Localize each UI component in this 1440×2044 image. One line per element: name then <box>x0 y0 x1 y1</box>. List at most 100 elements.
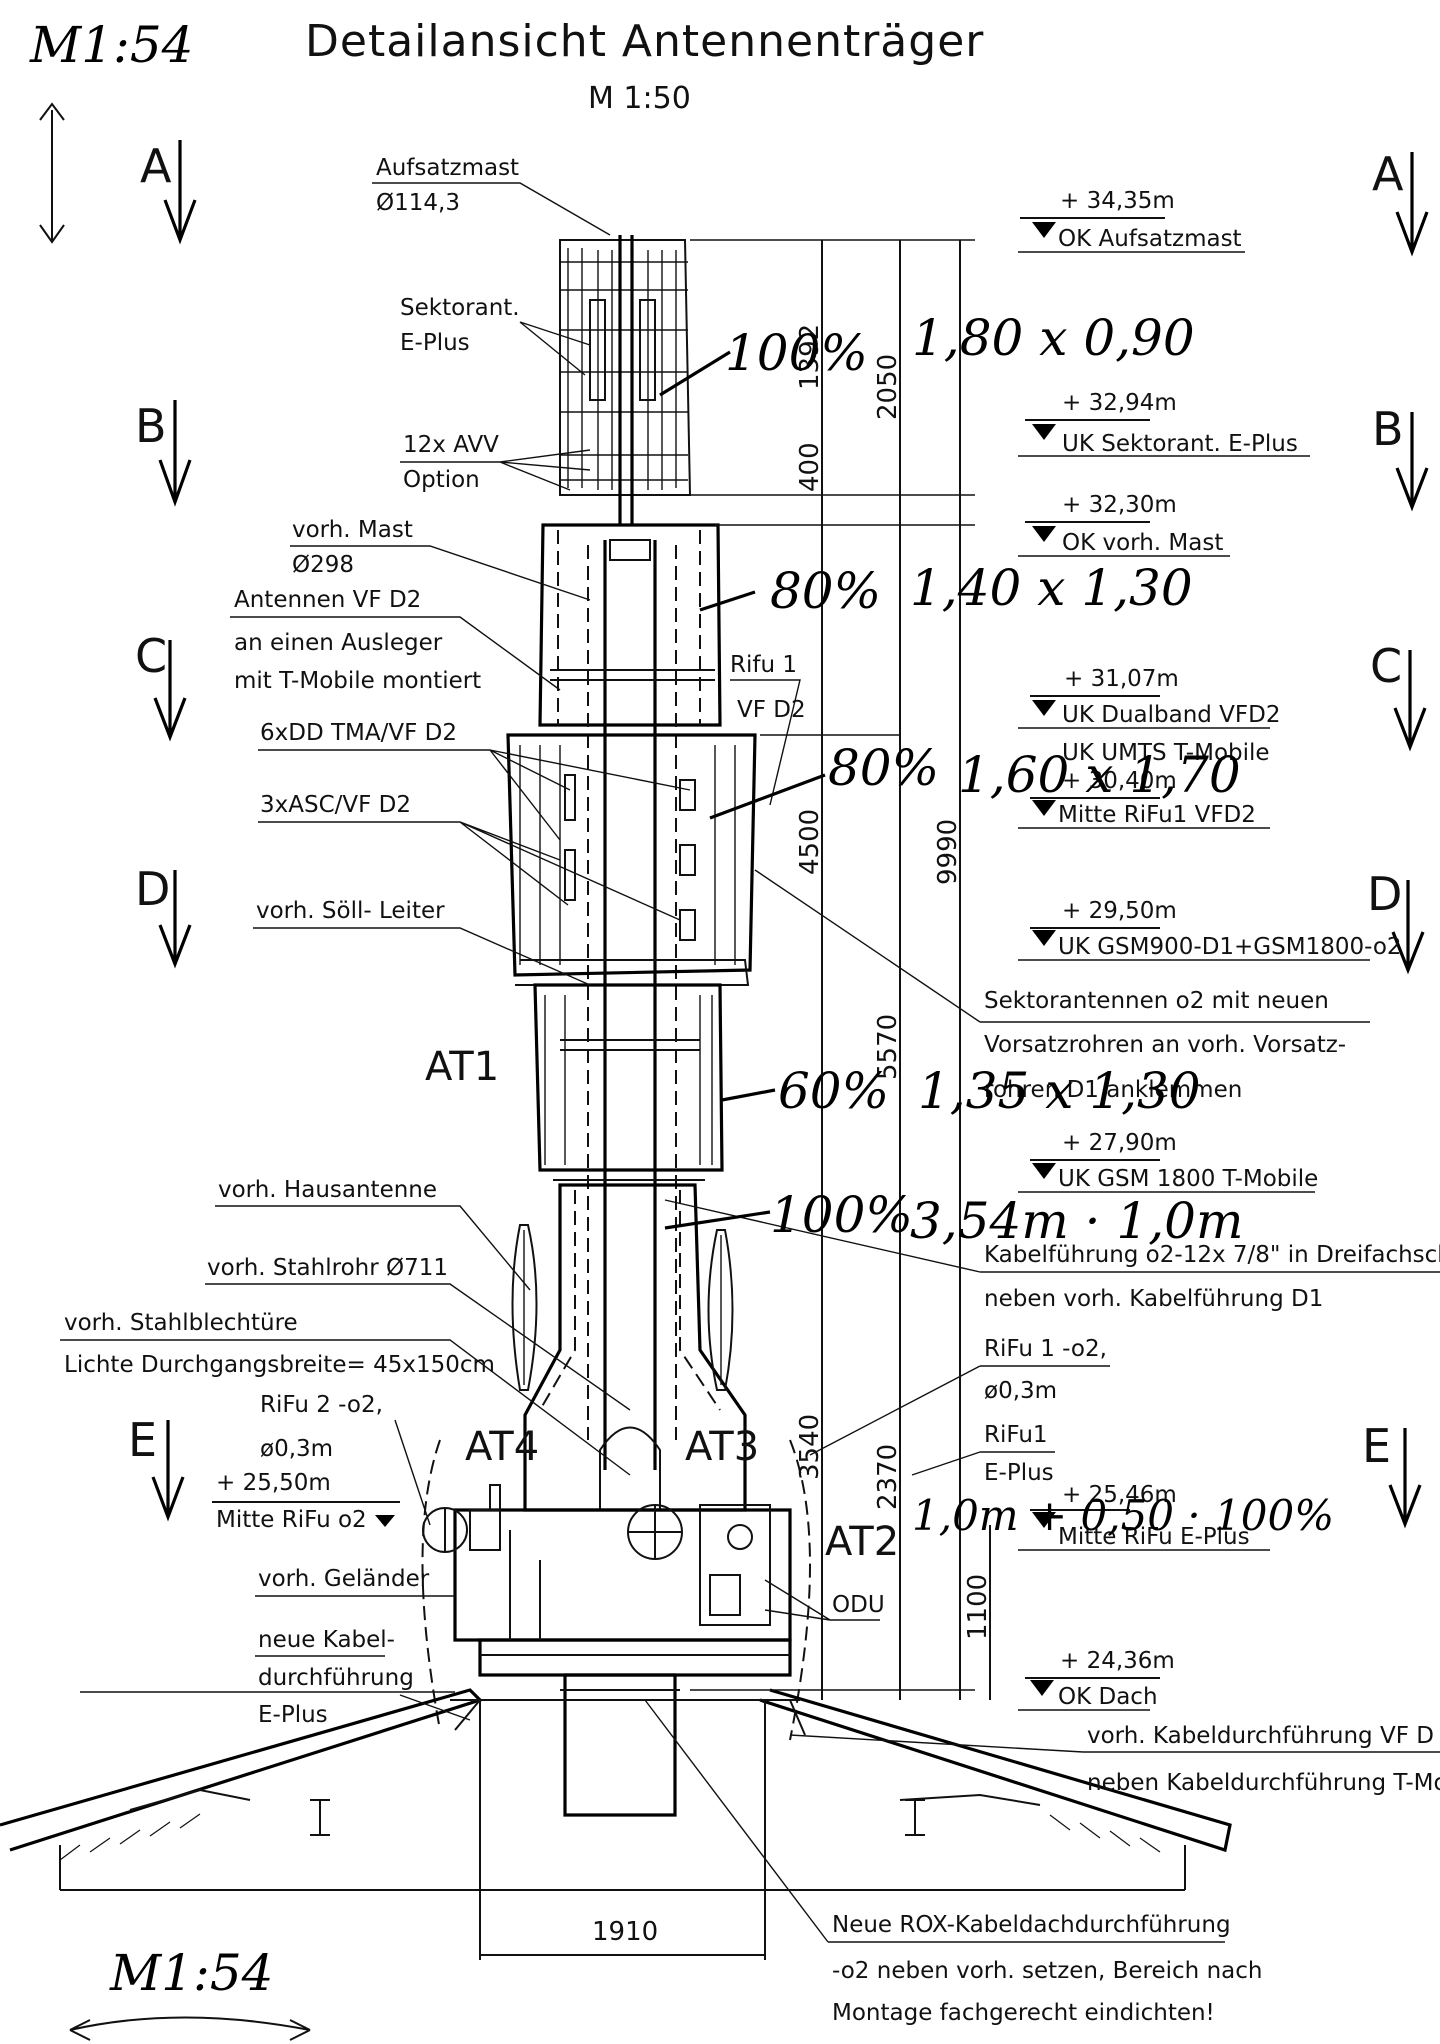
label-rifu2: RiFu 2 -o2, <box>260 1392 383 1418</box>
level-4-text: UK Dualband VFD2 <box>1062 702 1281 728</box>
label-rifu1-o2: RiFu 1 -o2, <box>984 1336 1107 1362</box>
label-aufsatzmast-dia: Ø114,3 <box>376 190 460 216</box>
label-kabel-2: durchführung <box>258 1665 414 1691</box>
level-1-value: + 34,35m <box>1060 188 1175 214</box>
scale-note-bottom: M1:54 <box>109 1944 273 2002</box>
label-kabel-3: E-Plus <box>258 1702 328 1728</box>
level-10-value: + 25,46m <box>1062 1482 1177 1508</box>
left-annotations: Aufsatzmast Ø114,3 Sektorant. E-Plus 12x… <box>60 155 899 1728</box>
dim-2050: 2050 <box>873 354 903 420</box>
label-odu: ODU <box>832 1592 885 1618</box>
hand-size-pipe: 3,54m · 1,0m <box>910 1192 1243 1250</box>
scale-note-handwritten: M1:54 <box>29 16 193 74</box>
label-kdf-vf-1: vorh. Kabeldurchführung VF D <box>1087 1723 1434 1749</box>
label-kabelfuehrung-2: neben vorh. Kabelführung D1 <box>984 1286 1323 1312</box>
label-rox-1: Neue ROX-Kabeldachdurchführung <box>832 1912 1231 1938</box>
label-at1: AT1 <box>425 1044 499 1090</box>
hand-pct-pipe: 100% <box>770 1186 913 1244</box>
section-b-left: B <box>135 399 167 453</box>
level-rifu-o2-value: + 25,50m <box>216 1470 331 1496</box>
hand-pct-mid: 80% <box>828 739 939 797</box>
drawing-scale: M 1:50 <box>588 81 691 116</box>
dim-9990: 9990 <box>933 819 963 885</box>
label-stahlblechtuere: vorh. Stahlblechtüre <box>64 1310 298 1336</box>
hand-size-at1: 1,35 x 1,30 <box>918 1062 1201 1120</box>
level-3-value: + 32,30m <box>1062 492 1177 518</box>
label-rifu1-ep-2: E-Plus <box>984 1460 1054 1486</box>
section-markers-right: A B C D E <box>1362 147 1429 1529</box>
level-6-text: Mitte RiFu1 VFD2 <box>1058 802 1256 828</box>
section-c-left: C <box>135 629 167 683</box>
label-rox-2: -o2 neben vorh. setzen, Bereich nach <box>832 1958 1262 1984</box>
dim-3540: 3540 <box>795 1414 825 1480</box>
dim-4500: 4500 <box>795 809 825 875</box>
label-rifu2-dia: ø0,3m <box>260 1436 333 1462</box>
label-kdf-vf-2: neben Kabeldurchführung T-Mob <box>1087 1770 1440 1796</box>
level-7-text: UK GSM900-D1+GSM1800-o2 <box>1058 934 1402 960</box>
label-rifu1-vf: VF D2 <box>737 697 806 723</box>
label-vorh-mast-dia: Ø298 <box>292 552 354 578</box>
drawing-title: Detailansicht Antennenträger <box>305 16 984 67</box>
level-6-value: + 30,40m <box>1062 768 1177 794</box>
level-5-text: UK UMTS T-Mobile <box>1062 740 1270 766</box>
label-at4: AT4 <box>465 1424 539 1470</box>
section-c-right: C <box>1370 639 1402 693</box>
label-gelaender: vorh. Geländer <box>258 1566 430 1592</box>
label-ausleger-2: mit T-Mobile montiert <box>234 668 481 694</box>
dim-400: 400 <box>795 442 825 492</box>
section-a-right: A <box>1372 147 1404 201</box>
hand-size-top: 1,80 x 0,90 <box>912 309 1195 367</box>
label-sektor-o2-2: Vorsatzrohren an vorh. Vorsatz- <box>984 1032 1346 1058</box>
dimension-lines: 1392 400 2050 4500 9990 5570 3540 2370 1… <box>479 239 993 1960</box>
dim-1910: 1910 <box>592 1917 658 1947</box>
label-tma: 6xDD TMA/VF D2 <box>260 720 457 746</box>
level-8-text: UK GSM 1800 T-Mobile <box>1058 1166 1318 1192</box>
level-11-value: + 24,36m <box>1060 1648 1175 1674</box>
handwritten-notes: 100% 1,80 x 0,90 80% 1,40 x 1,30 80% 1,6… <box>69 309 1334 2041</box>
section-a-left: A <box>140 139 172 193</box>
label-at3: AT3 <box>685 1424 759 1470</box>
label-rifu1-o2-dia: ø0,3m <box>984 1378 1057 1404</box>
level-11-text: OK Dach <box>1058 1684 1158 1710</box>
label-avv: 12x AVV <box>403 432 499 458</box>
level-1-text: OK Aufsatzmast <box>1058 226 1242 252</box>
label-durchgang: Lichte Durchgangsbreite= 45x150cm <box>64 1352 495 1378</box>
level-4-value: + 31,07m <box>1064 666 1179 692</box>
label-kabel-1: neue Kabel- <box>258 1627 395 1653</box>
section-e-right: E <box>1362 1419 1391 1473</box>
label-sektor-o2-3: rohren D1 anklemmen <box>984 1077 1242 1103</box>
mast-structure <box>0 235 1232 1891</box>
hand-size-rifu: 1,0m + 0,50 · 100% <box>912 1491 1334 1540</box>
level-3-text: OK vorh. Mast <box>1062 530 1223 556</box>
label-sektorant-op: E-Plus <box>400 330 470 356</box>
label-asc: 3xASC/VF D2 <box>260 792 411 818</box>
level-2-text: UK Sektorant. E-Plus <box>1062 431 1298 457</box>
hand-pct-top: 100% <box>725 324 868 382</box>
label-rifu1-ep: RiFu1 <box>984 1422 1048 1448</box>
hand-pct-mast: 80% <box>770 562 881 620</box>
hand-pct-at1: 60% <box>778 1062 889 1120</box>
label-sektorant: Sektorant. <box>400 295 520 321</box>
section-b-right: B <box>1372 402 1404 456</box>
label-ausleger-1: an einen Ausleger <box>234 630 443 656</box>
label-stahlrohr: vorh. Stahlrohr Ø711 <box>207 1255 448 1281</box>
level-2-value: + 32,94m <box>1062 390 1177 416</box>
label-hausantenne: vorh. Hausantenne <box>218 1177 437 1203</box>
dim-1392: 1392 <box>795 324 825 390</box>
level-10-text: Mitte RiFu E-Plus <box>1058 1524 1250 1550</box>
label-kabelfuehrung-1: Kabelführung o2-12x 7/8" in Dreifachsch <box>984 1242 1440 1268</box>
label-at2: AT2 <box>825 1519 899 1565</box>
level-7-value: + 29,50m <box>1062 898 1177 924</box>
label-antennen-vf: Antennen VF D2 <box>234 587 421 613</box>
label-aufsatzmast: Aufsatzmast <box>376 155 519 181</box>
dim-2370: 2370 <box>873 1444 903 1510</box>
hand-size-mid: 1,60 x 1,70 <box>958 746 1241 804</box>
dim-5570: 5570 <box>873 1014 903 1080</box>
label-leiter: vorh. Söll- Leiter <box>256 898 445 924</box>
level-8-value: + 27,90m <box>1062 1130 1177 1156</box>
hand-size-mast: 1,40 x 1,30 <box>910 559 1193 617</box>
label-vorh-mast: vorh. Mast <box>292 517 413 543</box>
label-avv-option: Option <box>403 467 480 493</box>
label-sektor-o2-1: Sektorantennen o2 mit neuen <box>984 988 1329 1014</box>
